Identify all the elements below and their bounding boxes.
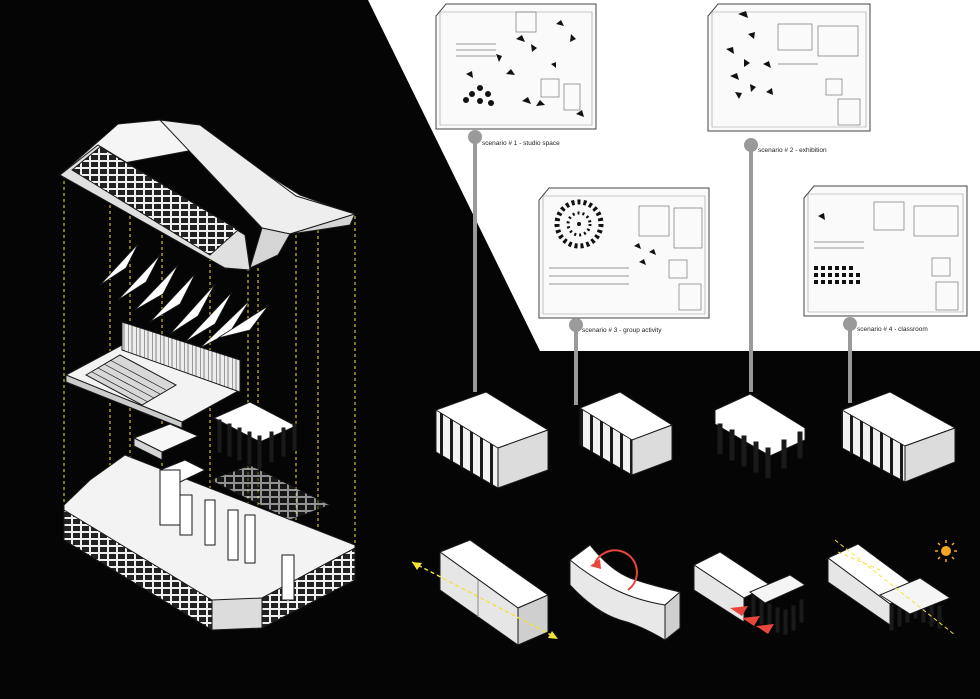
module-classroom <box>840 391 957 483</box>
plan-classroom <box>803 185 968 317</box>
plan-studio <box>435 3 597 130</box>
rotation-arrow-icon <box>590 549 638 591</box>
diagram-sunlight <box>827 539 956 636</box>
roof <box>58 119 357 271</box>
scenario-label-3: scenario # 3 - group activity <box>582 327 662 334</box>
dispersal-arrows-icon <box>730 606 774 634</box>
ground-floor <box>63 454 356 631</box>
diagram-circulation <box>438 539 550 646</box>
inner-pavilion <box>132 401 298 469</box>
circulation-arrow-icon <box>411 561 558 639</box>
module-group-activity <box>578 391 674 476</box>
module-studio <box>434 391 550 489</box>
plan-exhibition <box>707 3 871 132</box>
mezzanine <box>64 321 242 429</box>
louver-fins <box>99 243 269 349</box>
module-exhibition <box>714 393 806 479</box>
exploded-axonometric <box>58 119 357 631</box>
scenario-label-1: scenario # 1 - studio space <box>482 140 560 147</box>
diagram-dispersal <box>693 551 807 635</box>
connectors <box>468 130 857 405</box>
scenario-label-2: scenario # 2 - exhibition <box>758 147 827 154</box>
plan-group-activity <box>538 187 710 319</box>
scenario-label-4: scenario # 4 - classroom <box>857 326 928 333</box>
sun-icon <box>935 540 957 562</box>
diagram-rotation <box>569 544 682 642</box>
